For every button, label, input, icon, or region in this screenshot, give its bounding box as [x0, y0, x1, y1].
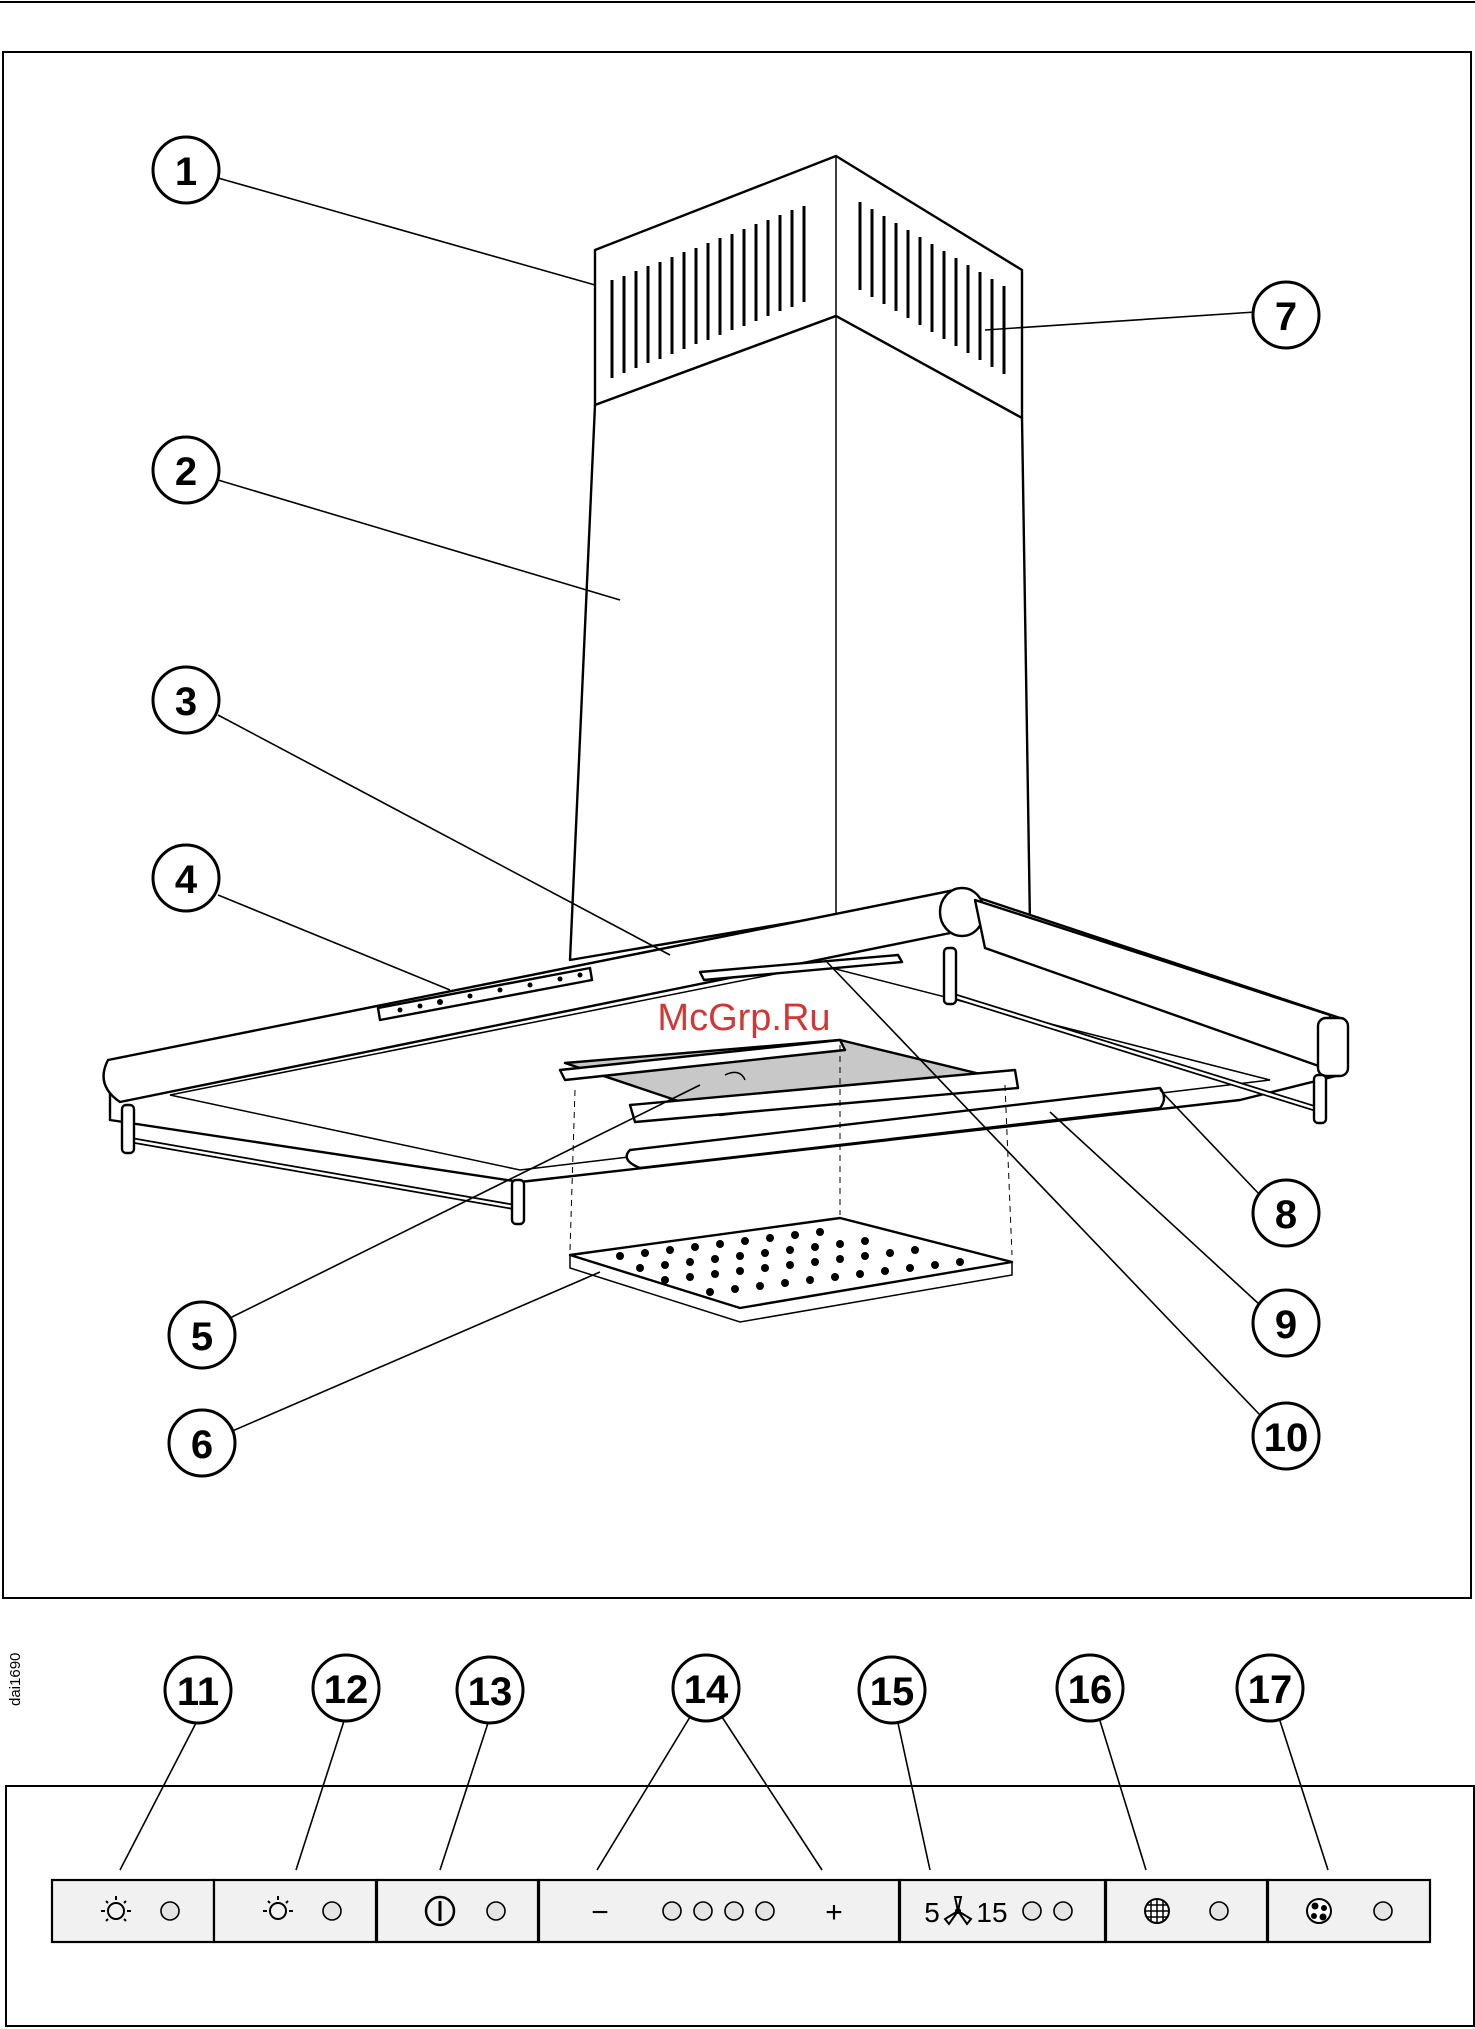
svg-text:6: 6: [191, 1423, 213, 1467]
svg-text:9: 9: [1275, 1303, 1297, 1347]
control-panel: − + 5 15: [52, 1880, 1430, 1942]
svg-text:15: 15: [870, 1670, 915, 1714]
light-button-12[interactable]: [214, 1880, 376, 1942]
timer-led-2: [1054, 1902, 1072, 1920]
callout-13: 13: [457, 1657, 523, 1723]
svg-text:13: 13: [468, 1670, 513, 1714]
callout-8: 8: [1253, 1180, 1319, 1246]
grease-filter-button[interactable]: [1106, 1880, 1267, 1942]
callout-16: 16: [1057, 1655, 1123, 1721]
callout-15: 15: [859, 1657, 925, 1723]
timer-led-1: [1023, 1902, 1041, 1920]
svg-text:14: 14: [684, 1668, 729, 1712]
callout-10: 10: [1253, 1403, 1319, 1469]
callout-9: 9: [1253, 1290, 1319, 1356]
panel-leader-lines: [120, 1717, 1328, 1870]
callout-3: 3: [153, 667, 219, 733]
chimney-lower: [570, 316, 1030, 960]
fan-high-label: 15: [976, 1897, 1007, 1928]
speed-led-1: [663, 1902, 681, 1920]
svg-text:10: 10: [1264, 1416, 1309, 1460]
minus-icon[interactable]: −: [591, 1896, 609, 1929]
side-code: dai1690: [7, 1653, 24, 1706]
indicator-light-11: [161, 1902, 179, 1920]
svg-text:7: 7: [1275, 295, 1297, 339]
callout-11: 11: [165, 1657, 231, 1723]
svg-text:17: 17: [1248, 1668, 1293, 1712]
speed-led-4: [756, 1902, 774, 1920]
svg-text:3: 3: [175, 680, 197, 724]
svg-text:1: 1: [175, 150, 197, 194]
plus-icon[interactable]: +: [825, 1896, 843, 1929]
callout-5: 5: [169, 1302, 235, 1368]
callout-1: 1: [153, 137, 219, 203]
svg-text:2: 2: [175, 450, 197, 494]
svg-text:4: 4: [175, 858, 198, 902]
svg-text:8: 8: [1275, 1193, 1297, 1237]
svg-text:11: 11: [177, 1670, 219, 1714]
indicator-grease-filter: [1210, 1902, 1228, 1920]
callout-14: 14: [673, 1655, 739, 1721]
fan-speed-control[interactable]: − +: [539, 1880, 899, 1942]
light-button-11[interactable]: [52, 1880, 214, 1942]
indicator-charcoal-filter: [1374, 1902, 1392, 1920]
tube-end-cap: [1318, 1018, 1348, 1076]
cooker-hood-illustration: [104, 156, 1348, 1322]
grease-filter: [570, 1218, 1012, 1322]
fan-timer-button[interactable]: 5 15: [900, 1880, 1105, 1942]
callout-6: 6: [169, 1410, 235, 1476]
grease-filter-icon: [1145, 1899, 1169, 1923]
indicator-light-12: [323, 1902, 341, 1920]
speed-led-3: [725, 1902, 743, 1920]
callout-2: 2: [153, 437, 219, 503]
indicator-power: [487, 1902, 505, 1920]
svg-text:5: 5: [191, 1315, 213, 1359]
watermark: McGrp.Ru: [657, 997, 830, 1039]
power-button[interactable]: [377, 1880, 538, 1942]
charcoal-filter-icon: [1307, 1899, 1331, 1923]
callout-17: 17: [1237, 1655, 1303, 1721]
svg-text:12: 12: [324, 1668, 369, 1712]
fan-low-label: 5: [924, 1897, 940, 1928]
charcoal-filter-button[interactable]: [1268, 1880, 1430, 1942]
svg-text:16: 16: [1068, 1668, 1113, 1712]
callout-7: 7: [1253, 282, 1319, 348]
callout-4: 4: [153, 845, 219, 911]
speed-led-2: [694, 1902, 712, 1920]
callout-12: 12: [313, 1655, 379, 1721]
